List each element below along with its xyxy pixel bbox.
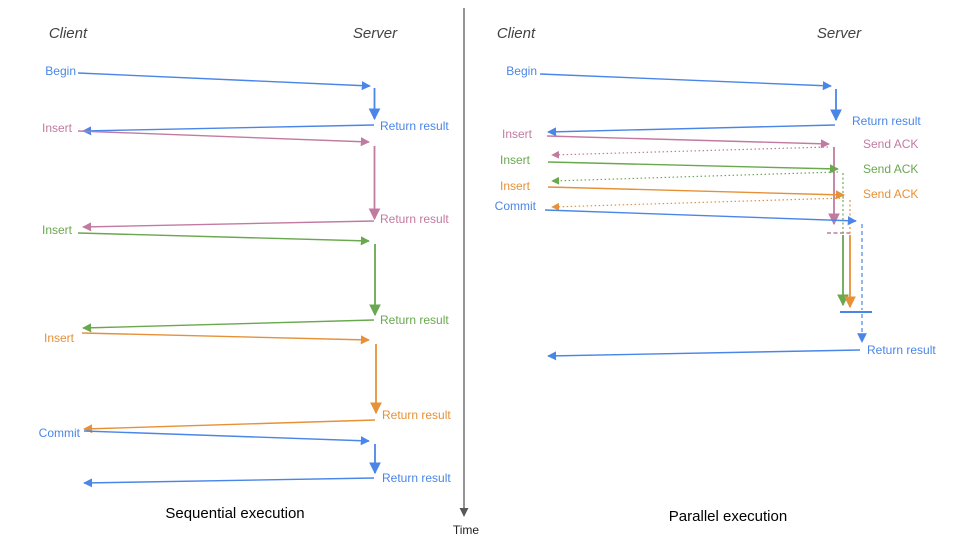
sequential-panel: Client Server Begin Return result Insert… [39,25,452,522]
seq-insert1-return-arrow [82,220,375,232]
par-insert1-label: Insert [502,127,533,141]
par-commit-return-arrow [547,349,861,361]
seq-insert1-response-label: Return result [380,212,449,226]
seq-client-header: Client [49,25,88,42]
par-commit-label: Commit [495,199,537,213]
par-insert1-request-arrow [546,135,830,149]
time-axis-label: Time [453,523,480,537]
seq-insert2-return-arrow [82,319,375,333]
par-server-header: Server [817,25,862,42]
seq-commit-request-arrow [83,430,370,446]
par-begin-return-arrow [547,124,836,137]
seq-commit-return-arrow [83,477,375,488]
par-insert3-label: Insert [500,179,531,193]
seq-begin-request-arrow [77,72,371,91]
par-insert2-request-arrow [547,161,839,174]
par-insert1-ack-dotted-arrow [551,146,829,159]
seq-begin-return-arrow [82,124,375,136]
seq-insert3-response-label: Return result [382,408,451,422]
parallel-panel: Client Server Begin Return result Insert… [495,25,937,525]
seq-server-header: Server [353,25,398,42]
par-insert2-ack-label: Send ACK [863,162,918,176]
par-insert3-request-arrow [547,186,845,200]
parallel-title: Parallel execution [669,508,787,525]
par-commit-request-arrow [544,209,857,226]
seq-insert2-response-label: Return result [380,313,449,327]
seq-begin-response-label: Return result [380,119,449,133]
par-insert3-ack-dotted-arrow [551,197,845,211]
seq-insert1-request-arrow [77,130,370,147]
seq-commit-label: Commit [39,426,81,440]
seq-begin-label: Begin [45,64,76,78]
par-client-header: Client [497,25,536,42]
seq-insert3-return-arrow [83,419,376,434]
par-insert3-ack-label: Send ACK [863,187,918,201]
par-begin-response-label: Return result [852,114,921,128]
par-insert2-ack-dotted-arrow [551,171,839,185]
seq-commit-response-label: Return result [382,471,451,485]
par-begin-label: Begin [506,64,537,78]
seq-insert3-request-arrow [81,332,370,345]
par-commit-response-label: Return result [867,343,936,357]
sequential-title: Sequential execution [165,505,304,522]
par-insert2-label: Insert [500,153,531,167]
seq-insert1-label: Insert [42,121,73,135]
seq-insert2-request-arrow [77,232,370,246]
seq-insert3-label: Insert [44,331,75,345]
par-insert1-ack-label: Send ACK [863,137,918,151]
seq-insert2-label: Insert [42,223,73,237]
par-begin-request-arrow [539,73,832,91]
